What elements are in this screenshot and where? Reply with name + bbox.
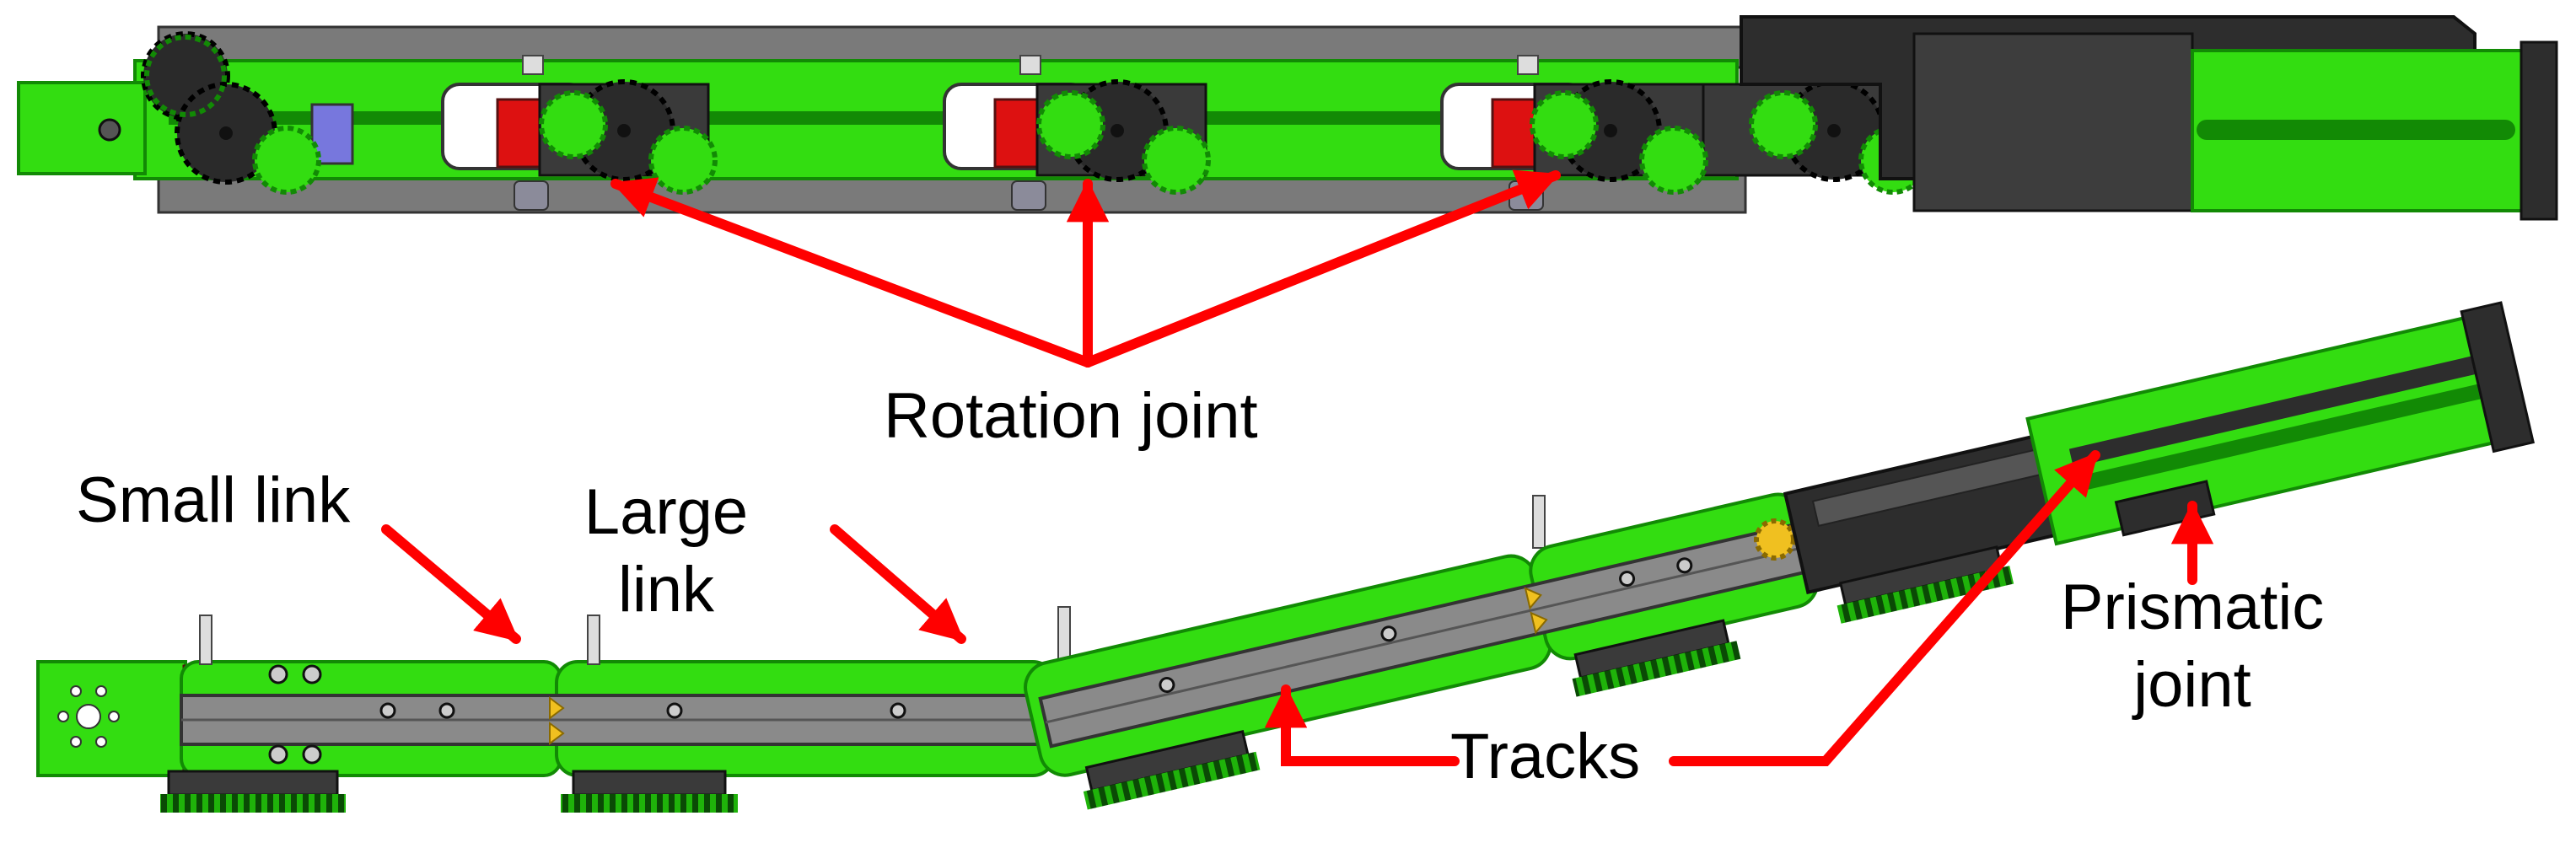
top-right-dark-panel [1912, 32, 2194, 212]
bottom-incline-yellow-markers [1524, 587, 1548, 635]
bottom-track-teeth-4 [1572, 641, 1741, 697]
label-prismatic-joint: Prismatic joint [2007, 569, 2378, 724]
bottom-end-cap-holes [57, 685, 120, 748]
bottom-view-robot [36, 301, 2535, 813]
bottom-track-base-1 [167, 770, 339, 797]
top-end-cap [17, 81, 147, 175]
top-prismatic-slot [2197, 120, 2515, 140]
bottom-prismatic-end [2460, 301, 2535, 454]
top-pin-2 [1019, 55, 1041, 75]
top-gear-hubs [219, 124, 1841, 140]
annotation-arrows [381, 169, 2214, 766]
arrow-tracks-right [1669, 450, 2100, 766]
bottom-prismatic-slider [2114, 480, 2216, 537]
label-prismatic-line1: Prismatic [2060, 572, 2325, 643]
bottom-track-screws-2 [1159, 557, 1693, 694]
bottom-track-screws-1 [268, 664, 906, 765]
arrow-large-link [830, 524, 966, 644]
label-tracks: Tracks [1450, 721, 1641, 792]
bottom-pin-4 [1532, 495, 1546, 549]
top-roller-2 [1011, 180, 1046, 211]
label-prismatic-line2: joint [2133, 649, 2251, 721]
label-small-link: Small link [76, 464, 351, 536]
top-view-robot [17, 15, 2558, 221]
bottom-track-teeth-5 [1837, 566, 2014, 624]
bottom-joint-gear [1754, 518, 1796, 561]
label-large-link-line2: link [617, 554, 715, 625]
arrow-rotation-joint-3 [1083, 169, 1561, 368]
bottom-prismatic-dark-slot-1 [2068, 354, 2485, 468]
label-large-link-line1: Large [583, 476, 749, 548]
arrow-tracks-left [1264, 684, 1460, 766]
bottom-pin-3 [1057, 606, 1071, 660]
bottom-track-strip-2-groove [1045, 545, 1810, 724]
bottom-inclined-links [1024, 492, 1820, 810]
top-end-cap-bolt [98, 118, 121, 142]
bottom-track-teeth-1 [160, 794, 346, 813]
top-gears-green [144, 35, 1928, 195]
top-pin-3 [1517, 55, 1539, 75]
bottom-track-base-2 [572, 770, 727, 797]
bottom-prismatic-dark-slot-2 [2075, 382, 2490, 492]
bottom-track-teeth-3 [1083, 751, 1261, 810]
arrow-rotation-joint-1 [610, 177, 1093, 368]
top-prismatic-end [2520, 40, 2558, 221]
label-rotation-joint: Rotation joint [884, 380, 1258, 452]
top-pin-1 [522, 55, 544, 75]
top-roller-1 [514, 180, 549, 211]
bottom-pin-1 [199, 615, 212, 665]
bottom-prismatic-green-rail [2025, 313, 2507, 546]
bottom-pin-2 [587, 615, 600, 665]
bottom-track-teeth-2 [561, 794, 738, 813]
arrow-small-link [381, 524, 521, 644]
label-large-link: Large link [548, 474, 784, 629]
